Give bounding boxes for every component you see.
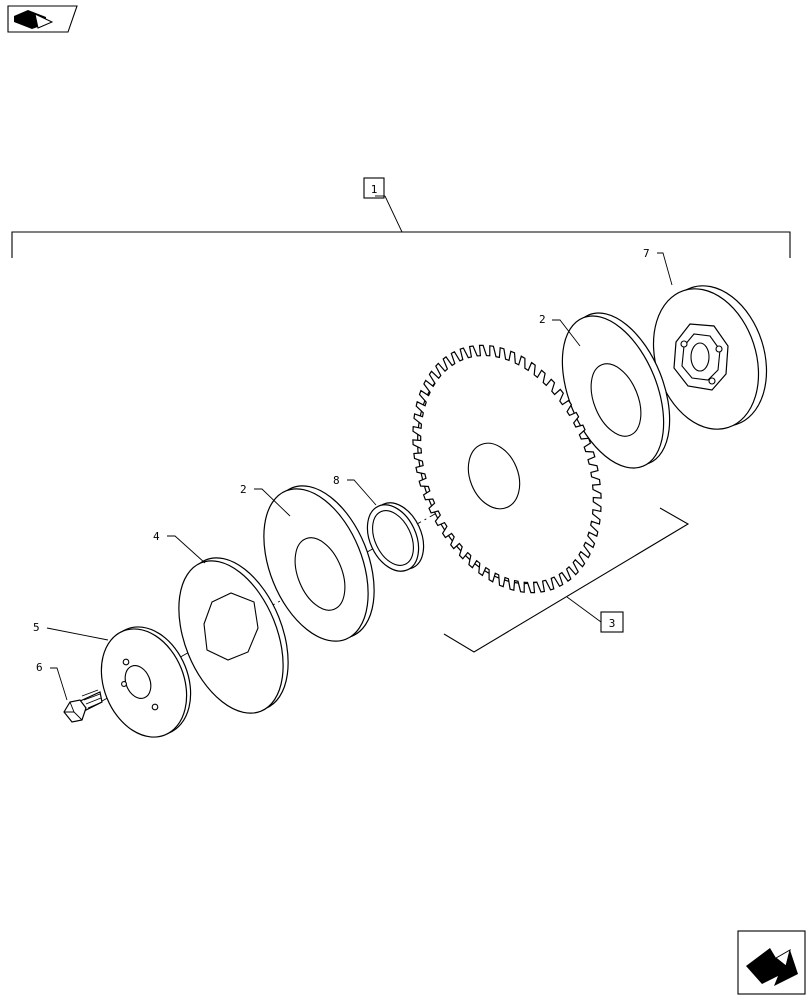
next-arrow-icon[interactable] (737, 930, 806, 995)
assembly-reference-label: 1 (371, 183, 378, 196)
ring-part[interactable] (357, 495, 433, 580)
callout-washer-left[interactable]: 2 (240, 483, 291, 517)
subassembly-reference-box[interactable]: 3 (600, 611, 624, 633)
callout-ring[interactable]: 8 (333, 474, 377, 506)
callout-label: 5 (33, 621, 40, 634)
callout-bolt[interactable]: 6 (36, 661, 68, 701)
callout-label: 7 (643, 247, 650, 260)
assembly-bracket (11, 195, 791, 258)
callout-hub-plate[interactable]: 4 (153, 530, 206, 564)
bolt-part[interactable] (63, 689, 103, 723)
retainer-plate-part[interactable] (86, 614, 206, 750)
callout-label: 8 (333, 474, 340, 487)
callout-label: 2 (539, 313, 546, 326)
thrust-plate-part[interactable] (636, 272, 784, 443)
washer-left-part[interactable] (243, 471, 394, 657)
callout-label: 2 (240, 483, 247, 496)
assembly-reference-box[interactable]: 1 (363, 177, 385, 199)
spur-gear-part[interactable] (386, 335, 618, 609)
callout-thrust-plate[interactable]: 7 (643, 247, 673, 286)
subassembly-bracket (443, 507, 690, 653)
callout-retainer-plate[interactable]: 5 (33, 621, 109, 641)
callout-washer-right[interactable]: 2 (539, 313, 581, 347)
hub-plate-part[interactable] (158, 543, 308, 729)
book-icon[interactable] (7, 5, 78, 33)
callout-label: 6 (36, 661, 43, 674)
washer-right-part[interactable] (542, 298, 690, 482)
subassembly-reference-label: 3 (609, 617, 616, 630)
callout-label: 4 (153, 530, 160, 543)
